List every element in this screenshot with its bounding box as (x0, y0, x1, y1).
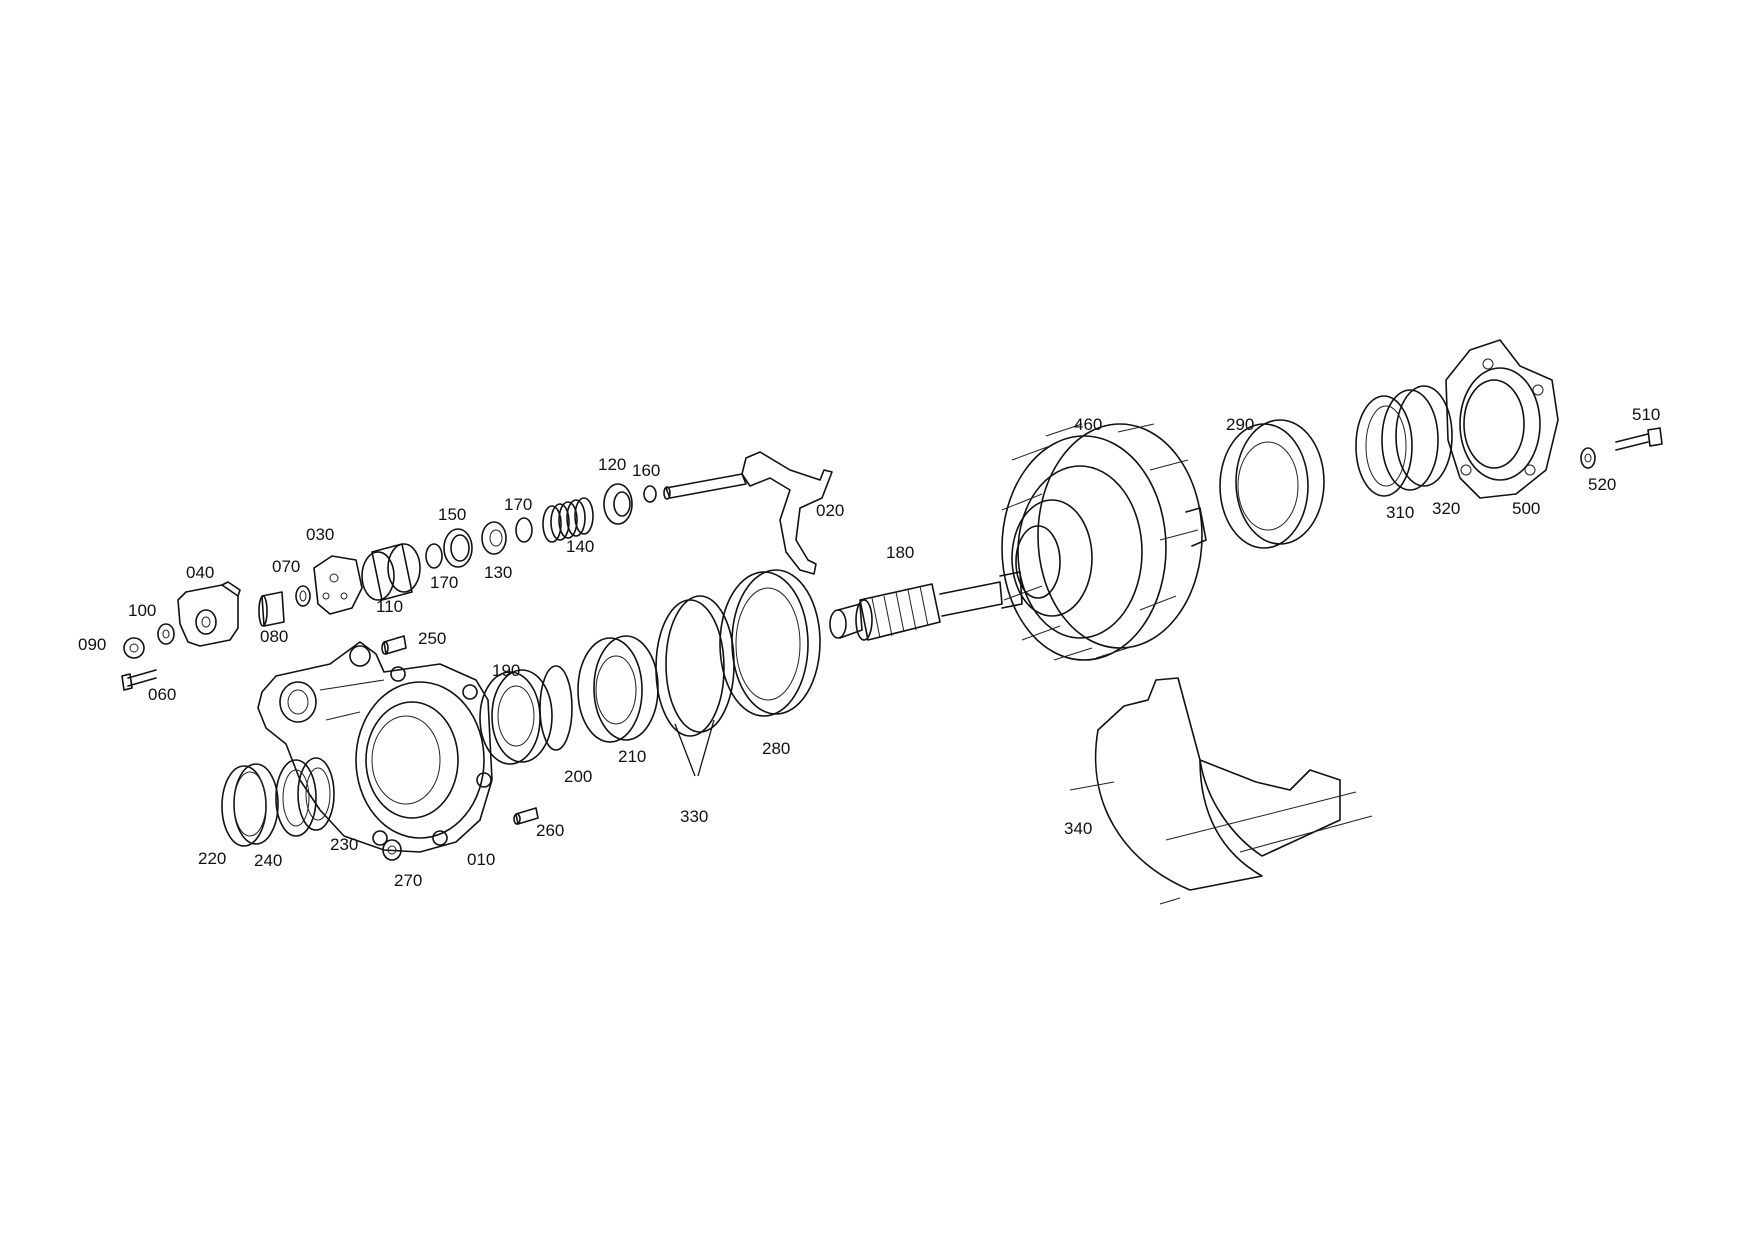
callout-140: 140 (566, 537, 594, 556)
part-220-ring (221, 763, 279, 847)
callout-210: 210 (618, 747, 646, 766)
part-110-cylinder (361, 543, 421, 601)
part-290-bearing (1219, 419, 1325, 549)
callout-030: 030 (306, 525, 334, 544)
callout-170b: 170 (504, 495, 532, 514)
part-500-cover (1445, 339, 1559, 499)
part-140-spring (542, 497, 594, 543)
callout-190: 190 (492, 661, 520, 680)
callout-510: 510 (1632, 405, 1660, 424)
callout-310: 310 (1386, 503, 1414, 522)
callout-110: 110 (376, 597, 403, 616)
callout-100: 100 (128, 601, 156, 620)
callout-090: 090 (78, 635, 106, 654)
part-100-washer (157, 623, 175, 645)
part-080-sleeve (258, 591, 285, 627)
callout-520: 520 (1588, 475, 1616, 494)
part-200-ring (539, 665, 573, 751)
callout-130: 130 (484, 563, 512, 582)
callout-180: 180 (886, 543, 914, 562)
callout-250: 250 (418, 629, 446, 648)
part-460-gear (1001, 423, 1207, 661)
callout-120: 120 (598, 455, 626, 474)
leader-lines (674, 719, 715, 777)
part-310-ring (1355, 395, 1413, 497)
callout-290: 290 (1226, 415, 1254, 434)
callout-020: 020 (816, 501, 844, 520)
callout-240: 240 (254, 851, 282, 870)
part-340-shield (1069, 677, 1373, 905)
callout-460: 460 (1074, 415, 1102, 434)
callout-500: 500 (1512, 499, 1540, 518)
part-170-ring-a (425, 543, 443, 569)
part-160-ring (643, 485, 657, 503)
callout-280: 280 (762, 739, 790, 758)
part-320-ring (1381, 385, 1453, 491)
callout-230: 230 (330, 835, 358, 854)
callout-320: 320 (1432, 499, 1460, 518)
part-210-bearing (577, 635, 659, 743)
part-520-washer (1580, 447, 1596, 469)
callout-150: 150 (438, 505, 466, 524)
callout-040: 040 (186, 563, 214, 582)
part-240-seal (275, 759, 317, 837)
callout-060: 060 (148, 685, 176, 704)
part-510-bolt (1615, 427, 1663, 451)
part-180-shaft (829, 571, 1023, 641)
part-230-ring (297, 757, 335, 831)
part-060-bolt (121, 669, 157, 691)
callout-labels: 010 020 030 040 060 070 080 090 100 110 … (78, 405, 1660, 890)
callout-330: 330 (680, 807, 708, 826)
callout-260: 260 (536, 821, 564, 840)
part-150-bearing (443, 528, 473, 568)
callout-070: 070 (272, 557, 300, 576)
part-010-housing (257, 641, 493, 853)
part-030-plate (313, 555, 363, 615)
callout-270: 270 (394, 871, 422, 890)
part-070-ring (295, 585, 311, 607)
part-170-ring-b (515, 517, 533, 543)
part-120-bearing (603, 483, 633, 525)
part-250-pin (381, 635, 407, 655)
part-020-shift-fork (663, 451, 833, 575)
callout-080: 080 (260, 627, 288, 646)
part-090-nut (123, 637, 145, 659)
part-270-nut (382, 839, 402, 861)
callout-220: 220 (198, 849, 226, 868)
callout-170a: 170 (430, 573, 458, 592)
part-280-bearing (719, 569, 821, 717)
part-040-bracket (177, 581, 241, 647)
part-260-pin (513, 807, 539, 825)
callout-010: 010 (467, 850, 495, 869)
callout-160: 160 (632, 461, 660, 480)
callout-200: 200 (564, 767, 592, 786)
callout-340: 340 (1064, 819, 1092, 838)
part-130-ring (481, 521, 507, 555)
